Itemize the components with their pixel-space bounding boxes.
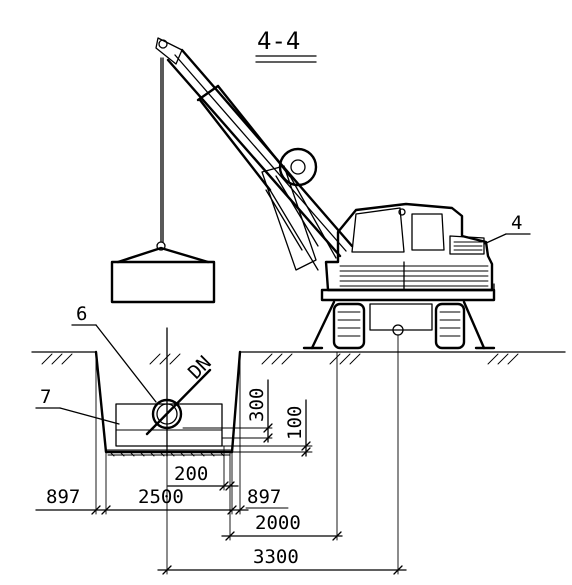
section-title: 4-4 [257, 27, 300, 55]
pipe-dn-label: DN [184, 352, 216, 384]
suspended-load [110, 57, 216, 304]
callout-4-leader [483, 233, 507, 245]
extension-lines [95, 334, 399, 575]
callout-6-label: 6 [76, 303, 87, 325]
dim-small-offset: 200 [174, 463, 208, 485]
callout-6-leader [95, 324, 157, 403]
dim-axis-offset: 3300 [253, 546, 299, 568]
callout-7-leader [59, 407, 120, 425]
pipe-dn-leader [145, 368, 212, 436]
crane [155, 37, 496, 350]
vertical-dim-lines [182, 379, 313, 457]
dim-height-300: 300 [246, 388, 268, 422]
callout-4-label: 4 [511, 212, 522, 234]
dim-bottom-width: 2500 [138, 486, 184, 508]
callout-7-label: 7 [40, 386, 51, 408]
dim-right-slope: 897 [247, 486, 281, 508]
dim-ticks-bottom-width [91, 505, 245, 515]
ground-line [31, 351, 566, 365]
dim-height-100: 100 [284, 406, 306, 440]
dim-ticks-3300 [162, 565, 403, 575]
trench [94, 350, 242, 457]
dim-crane-offset: 2000 [255, 512, 301, 534]
dim-ticks-200 [219, 481, 235, 491]
dim-ticks-2000 [225, 531, 342, 541]
dim-left-slope: 897 [46, 486, 80, 508]
